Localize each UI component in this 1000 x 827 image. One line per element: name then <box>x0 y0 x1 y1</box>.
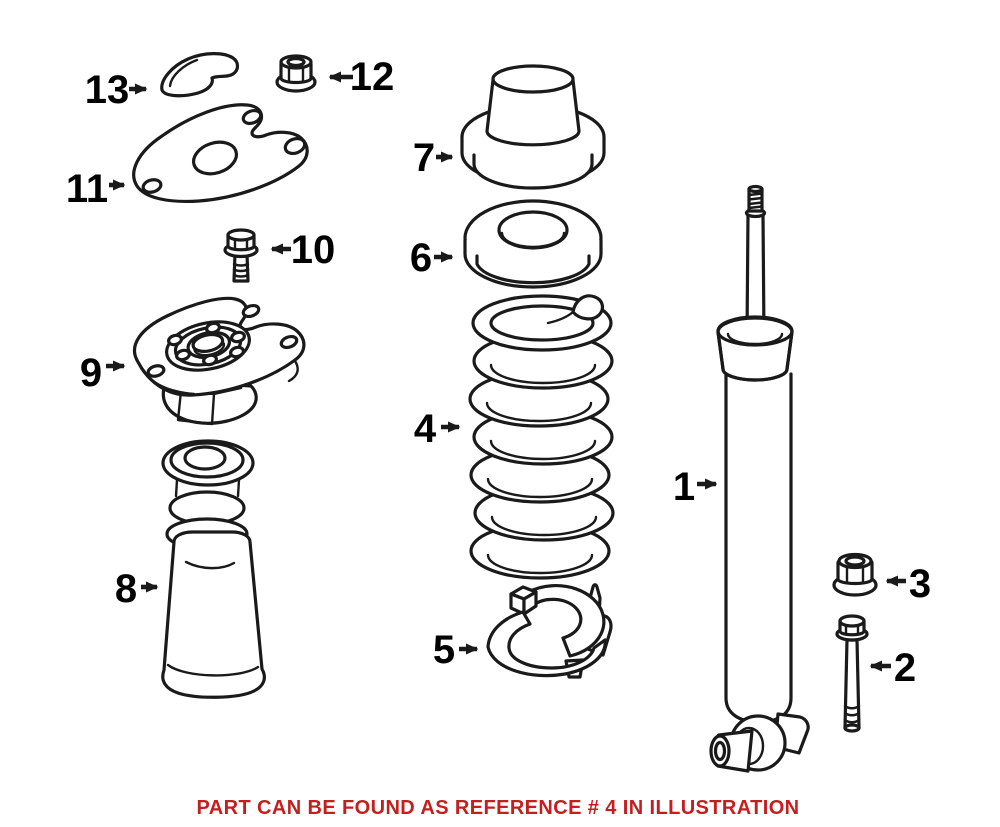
callout-10-number: 10 <box>291 228 336 272</box>
part-5-lower-spring-pad <box>486 583 613 679</box>
callout-6: 6 <box>410 236 454 280</box>
part-7-spring-cap <box>460 64 606 190</box>
callout-12-number: 12 <box>350 55 395 99</box>
part-10-bolt <box>223 228 259 283</box>
callout-5: 5 <box>433 628 479 672</box>
part-2-flange-bolt <box>835 614 869 733</box>
part-4-coil-spring <box>468 294 615 580</box>
callout-11-number: 11 <box>66 167 108 211</box>
part-1-shock-absorber <box>709 184 810 773</box>
callout-13-number: 13 <box>85 68 130 112</box>
part-6-upper-spring-pad <box>463 199 603 289</box>
callout-12: 12 <box>328 55 395 99</box>
part-9-shock-mount <box>132 296 306 426</box>
callout-10: 10 <box>270 228 336 272</box>
callout-13: 13 <box>85 68 148 112</box>
part-8-bump-stop-dust-boot <box>161 439 266 699</box>
callout-7: 7 <box>413 136 454 180</box>
callout-8: 8 <box>115 567 159 611</box>
callout-7-number: 7 <box>413 136 435 180</box>
part-3-flange-nut <box>832 552 878 597</box>
callout-4-number: 4 <box>414 407 437 451</box>
callout-9-number: 9 <box>80 351 102 395</box>
part-13-cover-cap <box>160 52 240 98</box>
callout-2-number: 2 <box>894 646 916 690</box>
callout-4: 4 <box>414 407 461 451</box>
callout-9: 9 <box>80 351 126 395</box>
callout-3: 3 <box>885 562 931 606</box>
callout-3-number: 3 <box>909 562 931 606</box>
part-11-reinforcement-plate <box>132 103 309 204</box>
callout-2: 2 <box>869 646 916 690</box>
callout-11: 11 <box>66 167 126 211</box>
callout-6-number: 6 <box>410 236 432 280</box>
part-12-lock-nut <box>275 54 317 93</box>
reference-note: PART CAN BE FOUND AS REFERENCE # 4 IN IL… <box>197 797 800 819</box>
callout-1: 1 <box>673 465 718 509</box>
callout-8-number: 8 <box>115 567 137 611</box>
callout-1-number: 1 <box>673 465 695 509</box>
callout-5-number: 5 <box>433 628 455 672</box>
